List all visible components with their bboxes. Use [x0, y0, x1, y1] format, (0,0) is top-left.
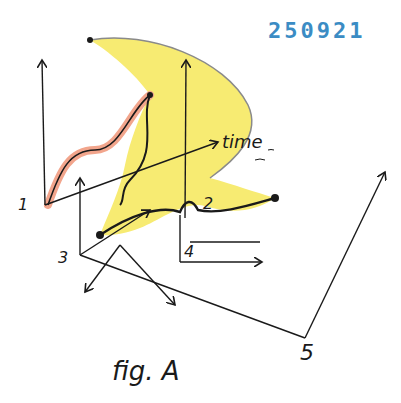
red-band [48, 95, 150, 205]
axes [42, 60, 385, 338]
callout-number: 2 [203, 196, 213, 212]
date-stamp: 250921 [268, 20, 365, 42]
figure-caption: fig. A [112, 358, 180, 384]
callout-number: 4 [184, 244, 194, 260]
callout-number: 3 [58, 250, 68, 266]
callout-number: 1 [18, 197, 28, 213]
callout-number: 5 [300, 342, 314, 364]
axis-label: time [222, 133, 263, 151]
